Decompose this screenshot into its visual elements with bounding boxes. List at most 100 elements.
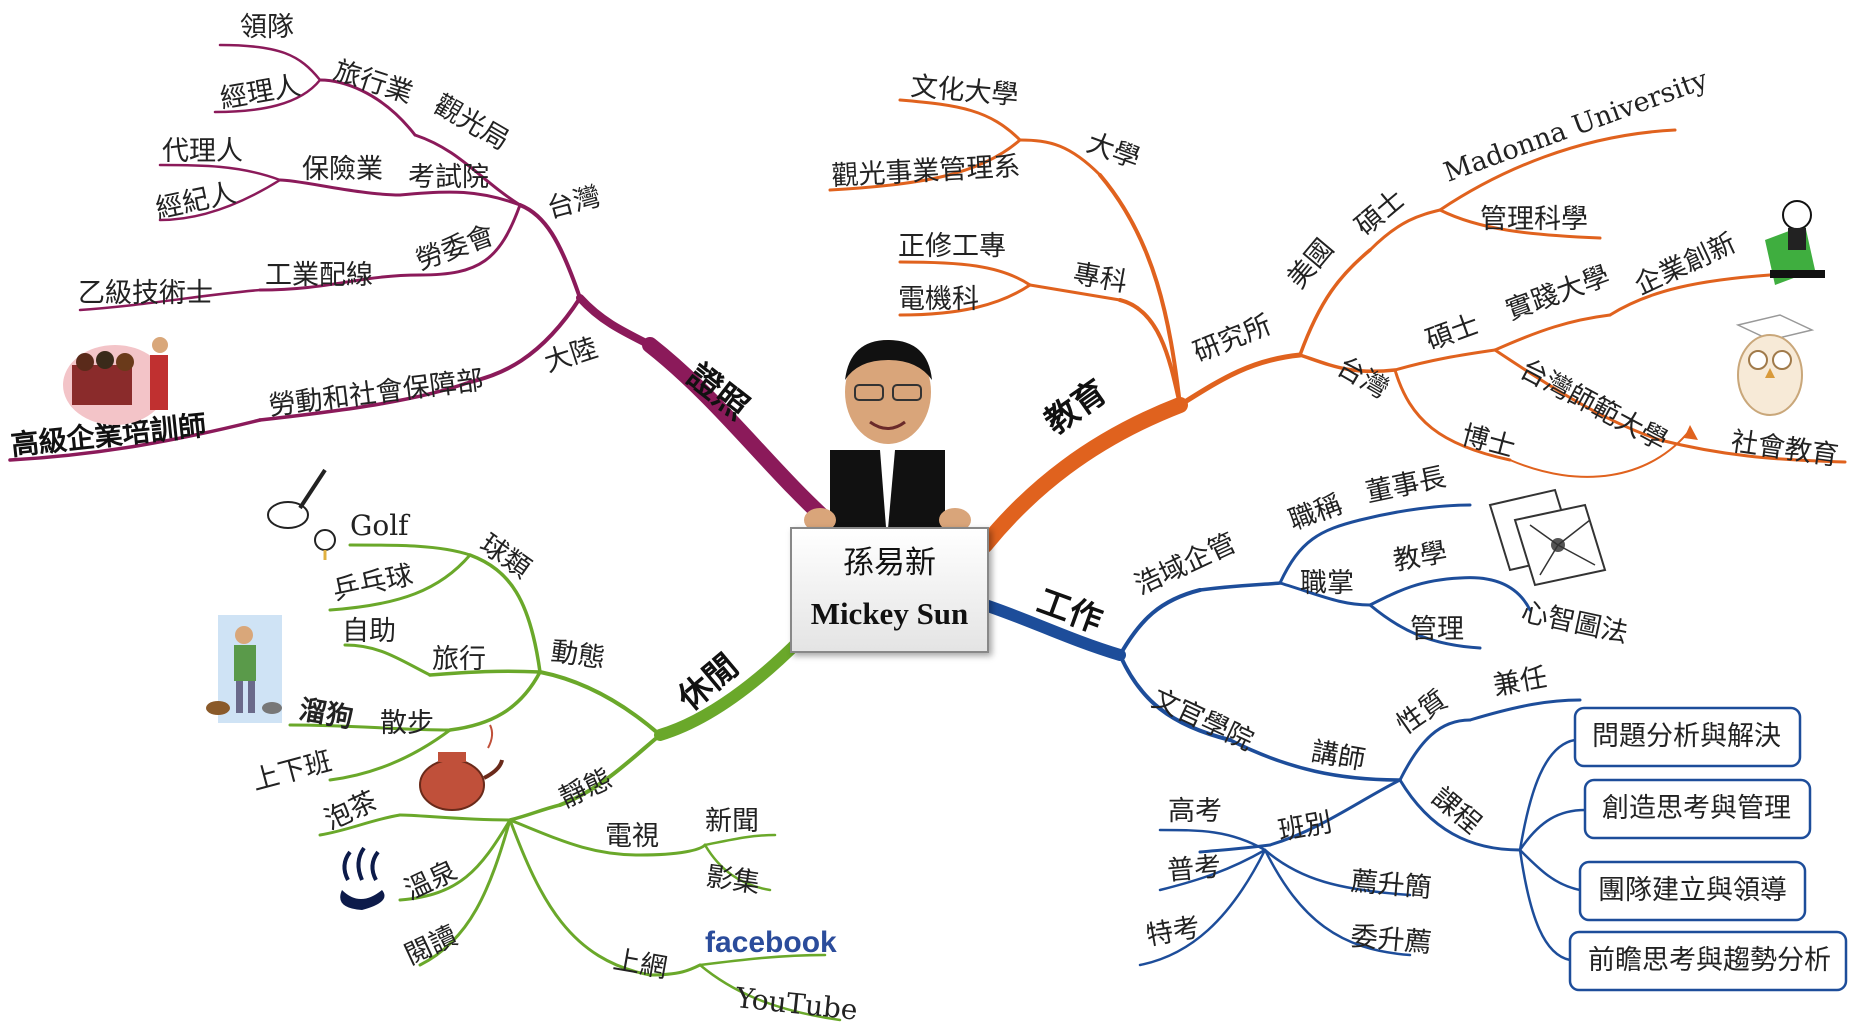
leisure-hotspring: 溫泉 [400,855,462,906]
work-special: 特考 [1144,912,1203,952]
link-ball [468,553,542,674]
work-high: 高考 [1168,796,1222,827]
link-usa [1298,248,1372,357]
owl-graduate-icon [1735,314,1815,416]
leisure-pingpong: 乒乓球 [330,560,416,607]
link-culture [898,98,1022,142]
link-high [1158,828,1267,852]
link-news [703,833,777,847]
lightbulb-icon [1765,200,1825,285]
education-trunk [977,397,1188,553]
work-nature: 性質 [1391,684,1453,740]
certificate-taiwan: 台灣 [544,181,604,225]
certificate-insurance: 保險業 [302,154,383,185]
link-pingpong [328,553,472,612]
leisure-news: 新聞 [705,806,759,837]
link-labor [418,203,522,277]
link-drama [703,843,772,892]
link-mainland [468,296,582,384]
education-electrical: 電機科 [898,284,979,315]
link-master-tw [1393,348,1497,372]
work-class: 班別 [1276,807,1335,847]
link-course-4 [1518,848,1572,962]
course-label: 創造思考與管理 [1602,793,1791,824]
work-course: 課程 [1426,782,1487,840]
education-zhengxiu: 正修工專 [898,231,1006,262]
leisure-static: 靜態 [555,763,617,814]
link-innov [1608,273,1772,317]
link-general [1158,848,1267,892]
link-course-2 [1518,808,1587,852]
link-leader [218,43,322,82]
link-static-2 [508,803,562,822]
education-taiwan: 台灣 [1332,351,1394,405]
work-general: 普考 [1166,851,1222,887]
link-active [538,670,662,737]
certificate-wiring: 工業配線 [265,260,373,291]
leisure-drama: 影集 [704,861,762,899]
link-insurance [278,178,402,197]
link-walk [448,670,542,732]
work-chairman: 董事長 [1363,462,1449,509]
education-tourism-dept: 觀光事業管理系 [831,151,1021,192]
course-label: 團隊建立與領導 [1598,875,1787,906]
link-exam [398,190,522,207]
link-madonna [1438,128,1677,212]
link-electrical [898,283,1032,317]
education-graduate: 研究所 [1189,309,1276,368]
link-master-us [1368,208,1442,252]
certificate-ministry: 勞動和社會保障部 [267,365,485,422]
link-mgmt [1368,603,1482,650]
avatar [804,340,971,540]
education-master-tw: 碩士 [1422,309,1483,357]
trainer-clipart-icon [63,337,168,425]
certificate-manager: 經理人 [218,70,303,115]
link-tea-2 [318,813,402,837]
branch-leisure [288,543,842,1022]
branch-certificate [8,43,840,533]
teapot-icon [419,724,504,811]
leisure-walk: 散步 [380,708,434,739]
work-mindmap: 心智圖法 [1519,597,1631,650]
link-special [1138,848,1267,967]
education-innovation: 企業創新 [1630,228,1741,302]
link-facebook [698,953,827,967]
link-teaching [1368,576,1462,607]
link-zhengxiu [898,260,1032,287]
hot-spring-icon [340,846,385,910]
link-manager [213,78,322,114]
education-ntnu: 台灣師範大學 [1515,354,1673,457]
link-static [558,733,662,807]
link-tw [1298,353,1397,374]
link-reading [418,818,512,967]
certificate-broker: 經紀人 [153,178,239,225]
link-graduate [1177,352,1303,408]
link-lecturer [1228,738,1402,782]
work-management: 管理 [1410,614,1464,645]
branch-work [979,503,1587,967]
link-tv-2 [638,843,707,857]
link-tourism-dept [828,138,1022,192]
link-promo2 [1263,848,1412,957]
link-college [1028,283,1122,302]
link-haoyu [1118,588,1202,657]
link-tourism [413,133,522,207]
education-phd: 博士 [1458,420,1518,464]
link-dog [288,723,452,732]
link-civil [1118,653,1232,742]
course-label: 前瞻思考與趨勢分析 [1588,945,1831,976]
certificate-tech: 乙級技術士 [78,278,213,309]
link-chairman [1358,503,1472,522]
leisure-self: 自助 [342,616,396,647]
mind-map-clipart-icon [1488,488,1607,587]
link-ntnu [1493,348,1662,442]
link-travel [428,669,542,677]
leisure-travel: 旅行 [432,644,486,675]
link-tv [508,818,642,857]
link-course-1 [1518,738,1577,852]
link-self [343,643,432,677]
center-name-cn: 孫易新 [843,545,936,581]
link-phd-arrow [1509,429,1691,478]
branch-education [828,98,1847,553]
link-jobtitle [1278,518,1362,585]
